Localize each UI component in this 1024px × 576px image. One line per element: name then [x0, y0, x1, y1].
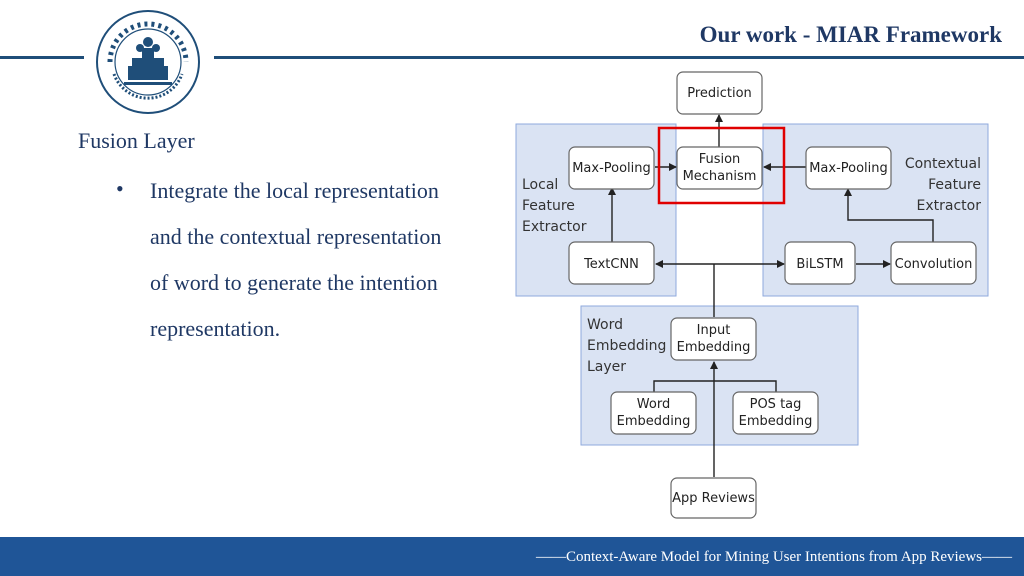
fusion-label: Mechanism — [683, 169, 757, 184]
contextual-group-label: Feature — [928, 177, 981, 193]
contextual-group-label: Extractor — [917, 198, 982, 214]
footer-text: ——Context-Aware Model for Mining User In… — [535, 549, 1012, 565]
bullet-line: Integrate the local representation — [150, 178, 439, 203]
word-embedding-label: Word — [637, 397, 670, 412]
local-group-label: Feature — [522, 198, 575, 214]
convolution-node — [890, 241, 977, 285]
textcnn-node — [568, 241, 655, 285]
line-pos-embedding-join — [714, 380, 777, 392]
arrow-conv-to-maxpool — [844, 188, 934, 242]
maxpool-left-label: Max-Pooling — [572, 161, 651, 176]
app-reviews-label: App Reviews — [672, 491, 755, 506]
footer-bar: ——Context-Aware Model for Mining User In… — [0, 537, 1024, 576]
fusion-label: Fusion — [699, 152, 741, 167]
bullet-marker: • — [116, 176, 124, 201]
input-embedding-node — [670, 317, 757, 361]
input-embedding-label: Input — [697, 323, 731, 338]
textcnn-label: TextCNN — [583, 257, 639, 272]
embedding-group-label: Word — [587, 317, 623, 333]
pos-embedding-label: POS tag — [750, 397, 802, 412]
bilstm-node — [784, 241, 856, 285]
bullet-text: Integrate the local representation and t… — [150, 168, 500, 352]
fusion-mechanism-node — [676, 146, 763, 190]
prediction-node — [676, 71, 763, 115]
embedding-group-label: Embedding — [587, 338, 666, 354]
maxpool-left-node — [568, 146, 655, 190]
maxpool-right-label: Max-Pooling — [809, 161, 888, 176]
bullet-line: representation. — [150, 316, 281, 341]
bilstm-label: BiLSTM — [796, 257, 843, 272]
contextual-group-label: Contextual — [905, 156, 981, 172]
word-embedding-label: Embedding — [617, 414, 691, 429]
pos-embedding-label: Embedding — [739, 414, 813, 429]
university-logo — [96, 10, 200, 114]
convolution-label: Convolution — [895, 257, 973, 272]
embedding-group-label: Layer — [587, 359, 626, 375]
slide-title: Our work - MIAR Framework — [699, 22, 1002, 47]
word-embedding-node — [610, 391, 697, 435]
pos-embedding-node — [732, 391, 819, 435]
local-group-label: Extractor — [522, 219, 587, 235]
bullet-line: and the contextual representation — [150, 224, 442, 249]
input-embedding-label: Embedding — [677, 340, 751, 355]
prediction-label: Prediction — [687, 86, 752, 101]
header-rule-left — [0, 56, 84, 59]
local-group-label: Local — [522, 177, 558, 193]
fusion-highlight-box — [657, 126, 786, 205]
bullet-line: of word to generate the intention — [150, 270, 438, 295]
miar-framework-diagram: Local Feature Extractor Contextual Featu… — [515, 71, 989, 519]
section-title: Fusion Layer — [78, 128, 195, 153]
app-reviews-node — [670, 477, 757, 519]
header-rule-right — [214, 56, 1024, 59]
line-word-embedding-join — [653, 380, 714, 392]
maxpool-right-node — [805, 146, 892, 190]
